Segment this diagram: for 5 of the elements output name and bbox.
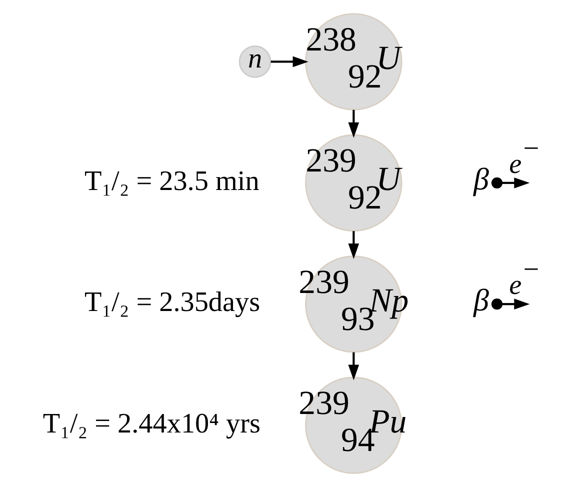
node-label: T₁/₂ = 23.5 min	[84, 166, 259, 197]
node-text: β	[472, 282, 488, 318]
node-text: β	[472, 161, 488, 196]
node-label: T₁/₂ = 2.44x10⁴ yrs	[42, 408, 260, 440]
node-label: T₁/₂ = 2.35days	[84, 287, 260, 318]
